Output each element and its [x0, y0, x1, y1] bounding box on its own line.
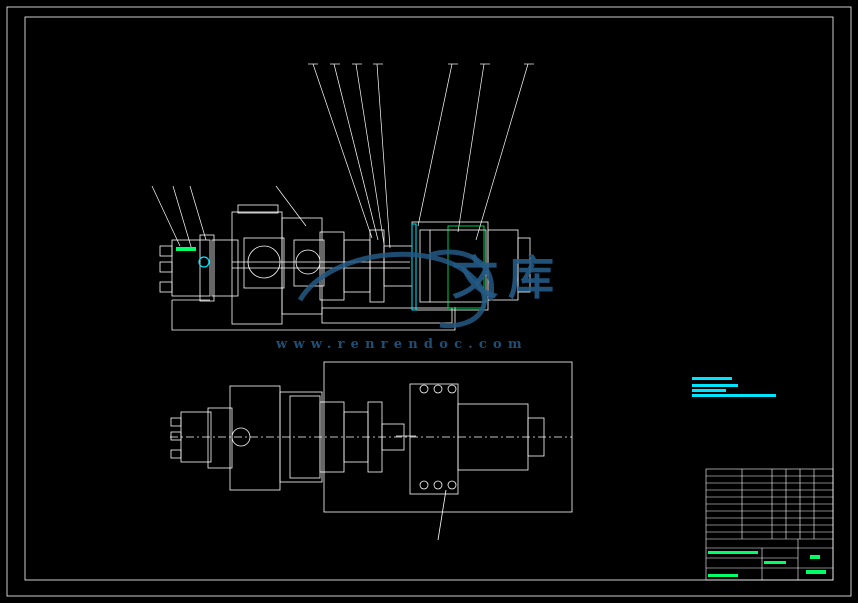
title-block — [705, 468, 834, 581]
watermark-char-2: 库 — [508, 251, 554, 305]
watermark-char-1: 文 — [452, 251, 498, 305]
inner-frame — [24, 16, 834, 581]
watermark-site: www.renrendoc.com — [276, 337, 528, 352]
leader-lines — [151, 63, 534, 251]
color-highlights — [176, 223, 826, 577]
watermark-logo — [297, 249, 495, 329]
assembly-top-view — [170, 361, 573, 541]
outer-frame — [6, 6, 852, 597]
